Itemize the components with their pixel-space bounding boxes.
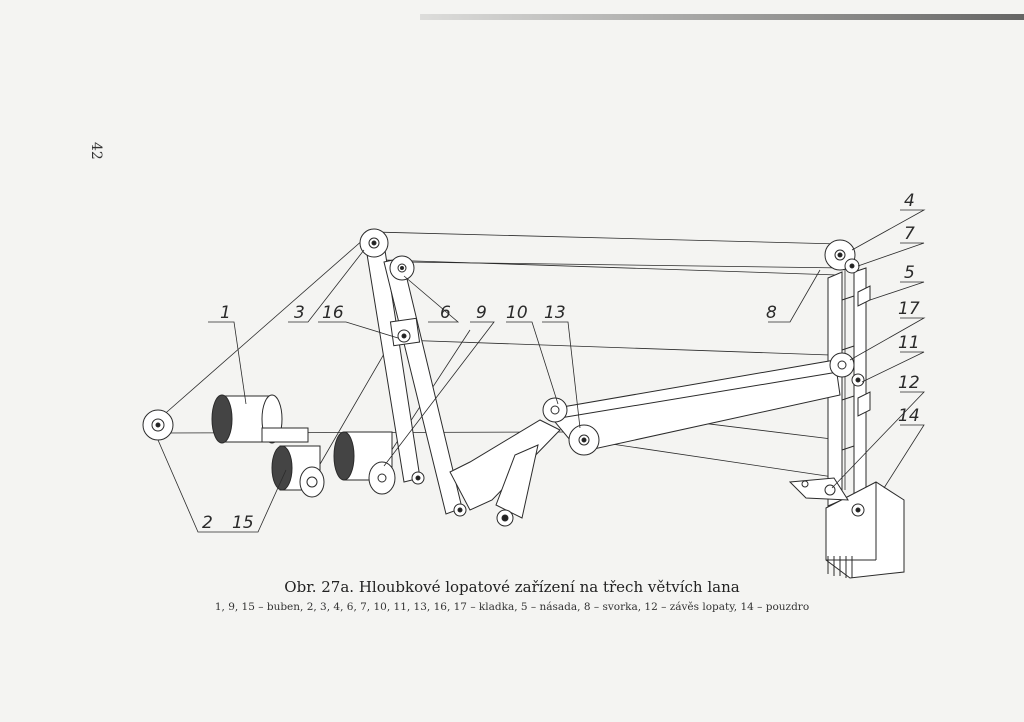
label-11: 11 — [898, 333, 920, 353]
label-1: 1 — [220, 303, 231, 323]
pivot-hinge-12 — [801, 480, 836, 496]
label-7: 7 — [904, 224, 915, 244]
pulley-17 — [829, 352, 855, 378]
scan-edge-shadow — [420, 14, 1024, 20]
label-4: 4 — [904, 191, 915, 211]
pulley-16 — [397, 329, 411, 343]
pivot-link-2 — [496, 509, 514, 527]
pulley-7 — [844, 258, 860, 274]
label-17: 17 — [898, 299, 920, 319]
label-6: 6 — [440, 303, 451, 323]
leader-lines — [157, 209, 926, 533]
drum-9 — [333, 431, 396, 495]
pivot-boom-foot — [851, 503, 865, 517]
pulley-10 — [542, 397, 568, 423]
pulley-6 — [389, 255, 415, 281]
label-10: 10 — [506, 303, 528, 323]
pulley-11 — [851, 373, 865, 387]
figure-caption-legend: 1, 9, 15 – buben, 2, 3, 4, 6, 7, 10, 11,… — [214, 601, 810, 613]
label-5: 5 — [904, 263, 915, 283]
label-15: 15 — [232, 513, 254, 533]
drum-15 — [271, 445, 325, 498]
main-arm — [544, 359, 841, 453]
label-16: 16 — [322, 303, 344, 323]
pivot-stick-foot — [411, 471, 425, 485]
label-2: 2 — [202, 513, 213, 533]
link-arms — [449, 419, 561, 519]
pulley-2 — [142, 409, 174, 441]
label-14: 14 — [898, 406, 920, 426]
pulley-3 — [359, 228, 389, 258]
label-13: 13 — [544, 303, 566, 323]
callout-labels: 1 2 15 3 16 6 9 10 13 8 4 7 5 17 11 12 1… — [202, 191, 920, 533]
label-9: 9 — [476, 303, 487, 323]
label-8: 8 — [766, 303, 777, 323]
figure-caption-title: Obr. 27a. Hloubkové lopatové zařízení na… — [284, 578, 740, 596]
bucket — [788, 477, 905, 579]
pivot-link-1 — [453, 503, 467, 517]
label-12: 12 — [898, 373, 920, 393]
bucket-teeth — [827, 556, 853, 578]
label-3: 3 — [294, 303, 305, 323]
pulleys — [142, 228, 865, 527]
drum-1 — [211, 394, 309, 444]
pulley-13 — [568, 424, 600, 456]
